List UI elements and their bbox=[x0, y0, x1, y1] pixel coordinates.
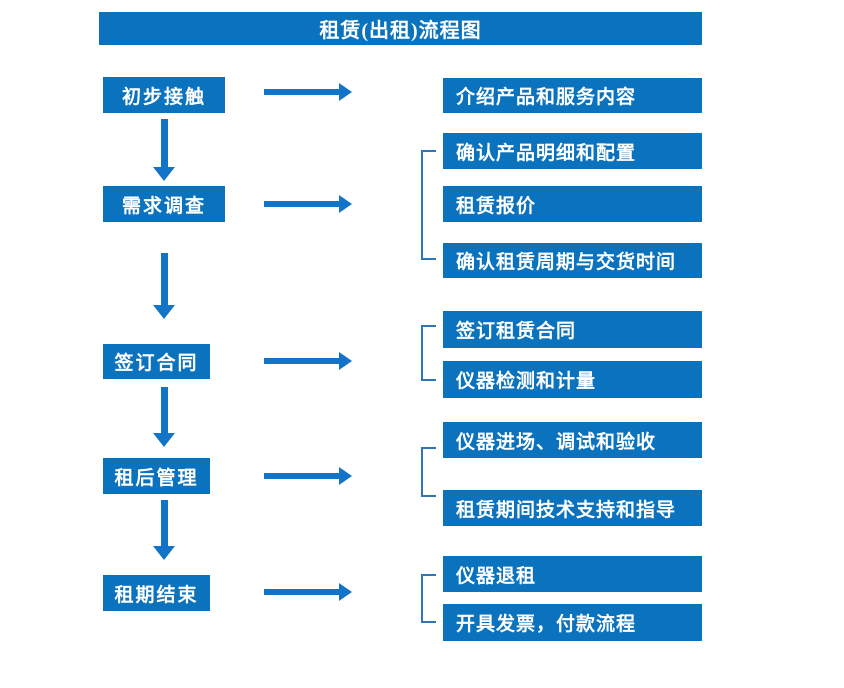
stage-post-rental-management: 租后管理 bbox=[103, 458, 210, 494]
arrow-shaft bbox=[264, 89, 339, 95]
right-arrow-icon bbox=[264, 352, 352, 370]
arrow-head bbox=[339, 195, 352, 213]
arrow-head bbox=[339, 583, 352, 601]
arrow-head bbox=[153, 546, 175, 560]
detail-rental-quotation: 租赁报价 bbox=[443, 186, 702, 222]
arrow-shaft bbox=[264, 589, 339, 595]
stage-rental-period-end: 租期结束 bbox=[103, 575, 210, 611]
detail-invoice-payment: 开具发票，付款流程 bbox=[443, 604, 702, 641]
arrow-shaft bbox=[160, 500, 168, 546]
arrow-shaft bbox=[160, 253, 168, 305]
detail-confirm-period-delivery: 确认租赁周期与交货时间 bbox=[443, 243, 702, 278]
detail-introduce-products-services: 介绍产品和服务内容 bbox=[443, 78, 702, 113]
stage-initial-contact: 初步接触 bbox=[103, 77, 225, 113]
down-arrow-icon bbox=[153, 253, 175, 319]
group-bracket-needs-survey bbox=[421, 150, 436, 260]
arrow-head bbox=[339, 467, 352, 485]
right-arrow-icon bbox=[264, 467, 352, 485]
arrow-shaft bbox=[264, 201, 339, 207]
down-arrow-icon bbox=[153, 500, 175, 560]
stage-needs-survey: 需求调查 bbox=[103, 186, 225, 222]
stage-sign-contract: 签订合同 bbox=[103, 344, 210, 379]
arrow-shaft bbox=[264, 473, 339, 479]
detail-instrument-return: 仪器退租 bbox=[443, 556, 702, 592]
flowchart-title: 租赁(出租)流程图 bbox=[99, 12, 702, 45]
detail-tech-support-guidance: 租赁期间技术支持和指导 bbox=[443, 490, 702, 526]
arrow-head bbox=[153, 433, 175, 447]
down-arrow-icon bbox=[153, 387, 175, 447]
arrow-head bbox=[339, 352, 352, 370]
arrow-shaft bbox=[160, 387, 168, 433]
arrow-head bbox=[153, 305, 175, 319]
group-bracket-sign-contract bbox=[421, 325, 436, 381]
arrow-shaft bbox=[264, 358, 339, 364]
right-arrow-icon bbox=[264, 583, 352, 601]
arrow-head bbox=[339, 83, 352, 101]
down-arrow-icon bbox=[153, 119, 175, 181]
detail-instrument-setup-acceptance: 仪器进场、调试和验收 bbox=[443, 422, 702, 458]
detail-instrument-testing-metering: 仪器检测和计量 bbox=[443, 361, 702, 398]
group-bracket-post-rental bbox=[421, 447, 436, 497]
right-arrow-icon bbox=[264, 83, 352, 101]
arrow-head bbox=[153, 167, 175, 181]
right-arrow-icon bbox=[264, 195, 352, 213]
detail-confirm-product-config: 确认产品明细和配置 bbox=[443, 133, 702, 169]
group-bracket-rental-end bbox=[421, 574, 436, 623]
arrow-shaft bbox=[160, 119, 168, 167]
detail-sign-rental-contract: 签订租赁合同 bbox=[443, 311, 702, 348]
